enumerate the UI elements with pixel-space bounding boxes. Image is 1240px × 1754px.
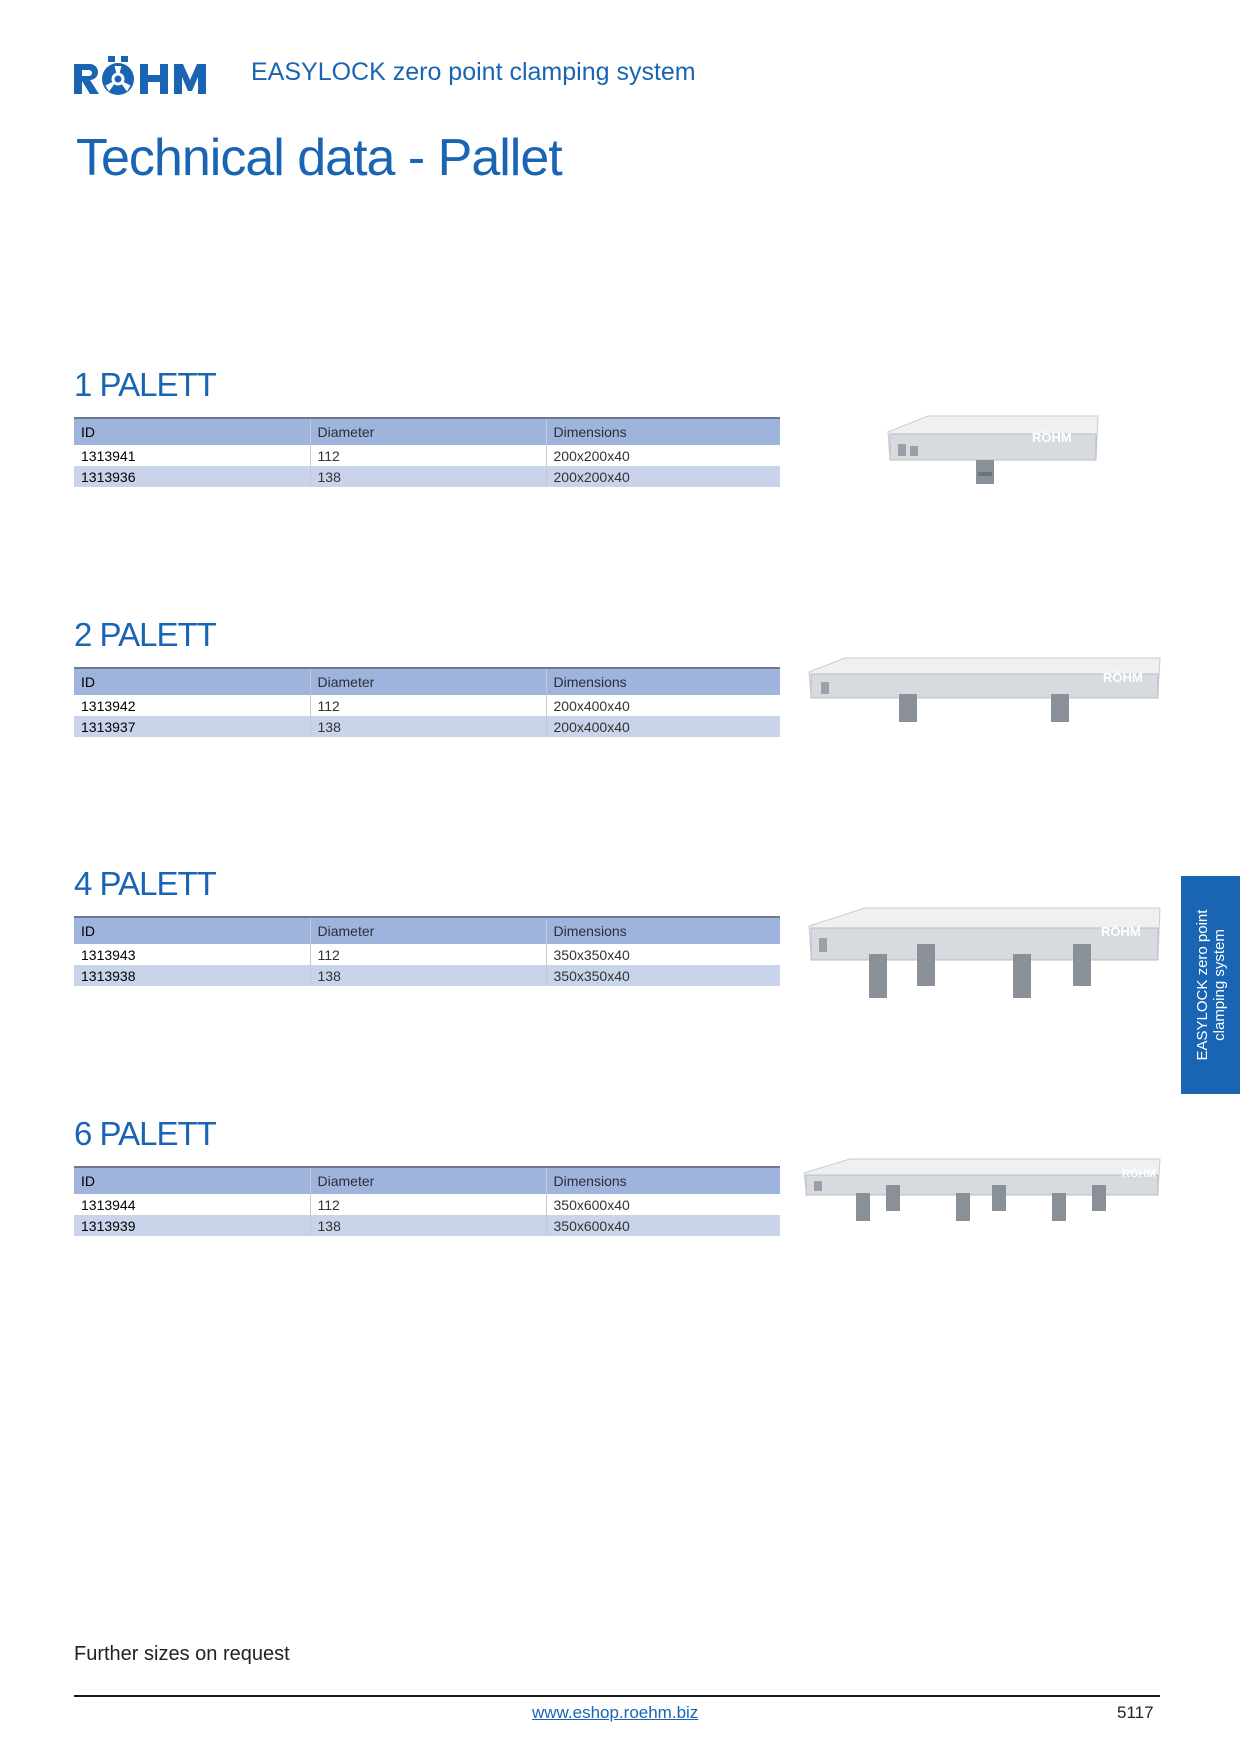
cell-diameter: 138 <box>309 716 546 737</box>
cell-diameter: 112 <box>309 695 546 716</box>
section-1-palett: 1 PALETT ID Diameter Dimensions 1313941 … <box>74 363 780 487</box>
table-header-row: ID Diameter Dimensions <box>74 1166 780 1194</box>
spec-table: ID Diameter Dimensions 1313944 112 350x6… <box>74 1166 780 1236</box>
pallet-6-image: RÖHM <box>803 1158 1161 1221</box>
side-tab-text: EASYLOCK zero point clamping system <box>1194 885 1228 1085</box>
section-heading: 6 PALETT <box>74 1115 217 1152</box>
svg-text:RÖHM: RÖHM <box>1032 430 1072 445</box>
svg-text:RÖHM: RÖHM <box>1101 924 1141 939</box>
col-header-diameter: Diameter <box>309 1166 546 1194</box>
cell-dimensions: 200x400x40 <box>545 716 780 737</box>
cell-diameter: 138 <box>309 965 546 986</box>
col-header-id: ID <box>74 1166 310 1194</box>
col-header-diameter: Diameter <box>309 916 546 944</box>
footer-divider <box>74 1695 1160 1697</box>
cell-id: 1313936 <box>81 468 136 485</box>
svg-text:RÖHM: RÖHM <box>1103 670 1143 685</box>
cell-diameter: 112 <box>309 1194 546 1215</box>
table-row: 1313944 112 350x600x40 <box>74 1194 780 1215</box>
page-title: Technical data - Pallet <box>76 129 563 187</box>
col-header-diameter: Diameter <box>309 667 546 695</box>
svg-text:RÖHM: RÖHM <box>1122 1167 1156 1180</box>
pallet-4-image: RÖHM <box>808 907 1161 998</box>
col-header-dimensions: Dimensions <box>545 667 780 695</box>
col-header-dimensions: Dimensions <box>545 916 780 944</box>
cell-dimensions: 350x600x40 <box>545 1215 780 1236</box>
section-heading: 1 PALETT <box>74 366 217 403</box>
side-tab-line2: clamping system <box>1210 929 1228 1041</box>
cell-dimensions: 200x400x40 <box>545 695 780 716</box>
cell-dimensions: 350x600x40 <box>545 1194 780 1215</box>
col-header-id: ID <box>74 667 310 695</box>
cell-diameter: 138 <box>309 466 546 487</box>
header-subtitle: EASYLOCK zero point clamping system <box>251 58 696 86</box>
table-row: 1313938 138 350x350x40 <box>74 965 780 986</box>
section-6-palett: 6 PALETT ID Diameter Dimensions 1313944 … <box>74 1112 780 1236</box>
pallet-2-image: RÖHM <box>808 657 1161 722</box>
cell-diameter: 112 <box>309 445 546 466</box>
page-number: 5117 <box>1117 1703 1154 1722</box>
cell-diameter: 112 <box>309 944 546 965</box>
col-header-id: ID <box>74 417 310 445</box>
table-header-row: ID Diameter Dimensions <box>74 916 780 944</box>
col-header-diameter: Diameter <box>309 417 546 445</box>
col-header-id: ID <box>74 916 310 944</box>
pallet-1-image: RÖHM <box>887 415 1099 484</box>
spec-table: ID Diameter Dimensions 1313943 112 350x3… <box>74 916 780 986</box>
col-header-dimensions: Dimensions <box>545 417 780 445</box>
roehm-logo <box>74 56 206 95</box>
table-row: 1313942 112 200x400x40 <box>74 695 780 716</box>
cell-id: 1313944 <box>81 1196 136 1213</box>
col-header-dimensions: Dimensions <box>545 1166 780 1194</box>
table-header-row: ID Diameter Dimensions <box>74 417 780 445</box>
cell-id: 1313942 <box>81 697 136 714</box>
cell-id: 1313943 <box>81 946 136 963</box>
cell-diameter: 138 <box>309 1215 546 1236</box>
section-heading: 2 PALETT <box>74 616 217 653</box>
table-row: 1313937 138 200x400x40 <box>74 716 780 737</box>
table-row: 1313941 112 200x200x40 <box>74 445 780 466</box>
cell-id: 1313937 <box>81 718 136 735</box>
cell-dimensions: 200x200x40 <box>545 466 780 487</box>
spec-table: ID Diameter Dimensions 1313941 112 200x2… <box>74 417 780 487</box>
table-row: 1313936 138 200x200x40 <box>74 466 780 487</box>
cell-dimensions: 200x200x40 <box>545 445 780 466</box>
section-2-palett: 2 PALETT ID Diameter Dimensions 1313942 … <box>74 613 780 737</box>
cell-dimensions: 350x350x40 <box>545 965 780 986</box>
table-row: 1313943 112 350x350x40 <box>74 944 780 965</box>
eshop-link[interactable]: www.eshop.roehm.biz <box>532 1703 699 1722</box>
cell-id: 1313941 <box>81 447 136 464</box>
table-row: 1313939 138 350x600x40 <box>74 1215 780 1236</box>
spec-table: ID Diameter Dimensions 1313942 112 200x4… <box>74 667 780 737</box>
section-heading: 4 PALETT <box>74 865 217 902</box>
side-tab-line1: EASYLOCK zero point <box>1193 909 1211 1061</box>
table-header-row: ID Diameter Dimensions <box>74 667 780 695</box>
section-4-palett: 4 PALETT ID Diameter Dimensions 1313943 … <box>74 862 780 986</box>
footer-note: Further sizes on request <box>74 1643 290 1665</box>
cell-id: 1313938 <box>81 967 136 984</box>
cell-dimensions: 350x350x40 <box>545 944 780 965</box>
cell-id: 1313939 <box>81 1217 136 1234</box>
side-tab: EASYLOCK zero point clamping system <box>1181 876 1240 1094</box>
